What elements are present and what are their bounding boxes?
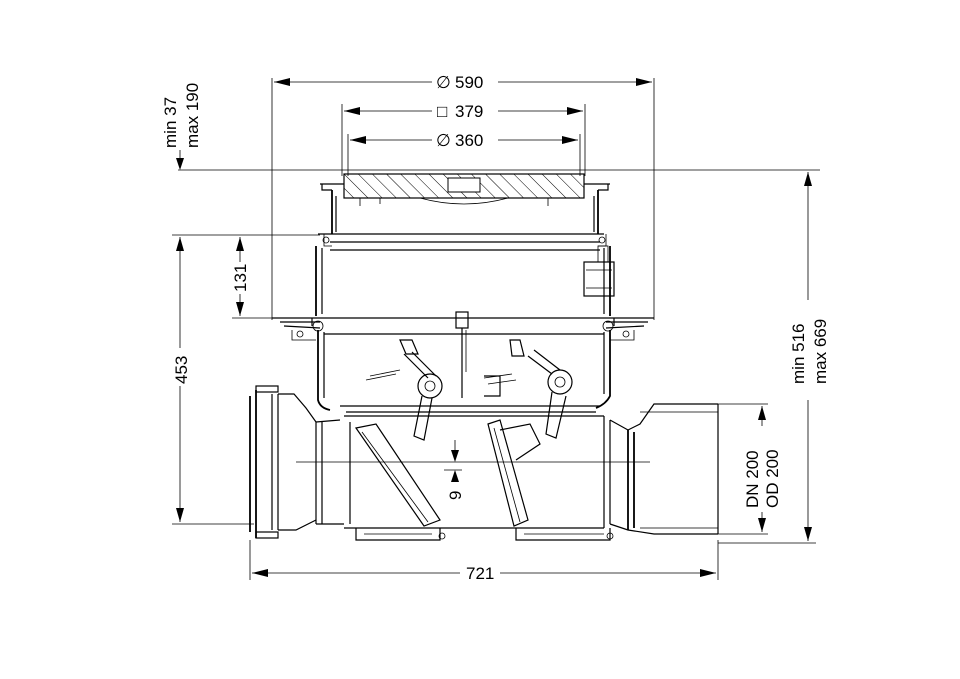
min-516-label: min 516 <box>789 324 808 384</box>
max-190-label: max 190 <box>183 83 202 148</box>
square-symbol: □ <box>437 102 447 121</box>
dimension-453: 453 <box>172 237 254 525</box>
dimension-721: 721 <box>249 540 719 583</box>
dimension-dia-360: ∅ 360 <box>347 131 581 176</box>
valve-chamber <box>317 311 611 441</box>
pipe-body <box>249 385 719 541</box>
dimension-dn200-od200: DN 200 OD 200 <box>718 403 782 535</box>
dim-360-label: 360 <box>455 131 483 150</box>
diameter-symbol: ∅ <box>436 73 451 92</box>
cover-grate <box>320 173 610 206</box>
dim-590-label: 590 <box>455 73 483 92</box>
max-669-label: max 669 <box>811 319 830 384</box>
dimension-min37-max190: min 37 max 190 <box>161 83 820 171</box>
dim-379-label: 379 <box>455 102 483 121</box>
diameter-symbol: ∅ <box>436 131 451 150</box>
extension-body <box>315 245 615 316</box>
dimension-dia-590: ∅ 590 <box>271 73 655 320</box>
upper-frame <box>318 190 607 247</box>
dim-131-label: 131 <box>231 264 250 292</box>
dimension-9: 9 <box>296 440 650 500</box>
dimension-131: 131 <box>172 234 320 319</box>
dn-200-label: DN 200 <box>743 450 762 508</box>
dim-453-label: 453 <box>172 356 191 384</box>
dim-721-label: 721 <box>466 564 494 583</box>
dim-9-label: 9 <box>446 491 465 500</box>
dimension-sq-379: □ 379 <box>341 102 586 176</box>
flange <box>272 317 654 341</box>
min-37-label: min 37 <box>161 97 180 148</box>
od-200-label: OD 200 <box>763 449 782 508</box>
dimension-min516-max669: min 516 max 669 <box>718 172 830 544</box>
